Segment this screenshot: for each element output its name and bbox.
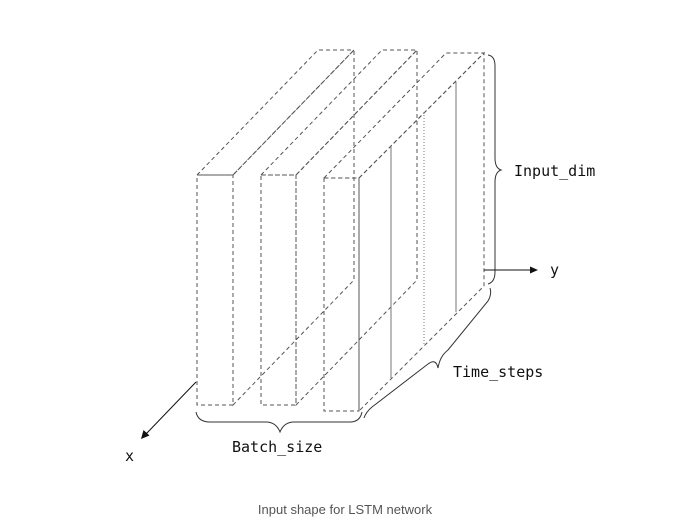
time-steps-brace	[363, 287, 492, 419]
y-axis-label: y	[550, 261, 559, 279]
x-axis-label: x	[125, 447, 134, 465]
batch-size-label: Batch_size	[232, 438, 322, 456]
time-steps-label: Time_steps	[453, 363, 543, 381]
lstm-input-shape-diagram: Input_dim y Time_steps Batch_size x	[125, 48, 595, 465]
batch-block-3	[322, 51, 486, 413]
figure-caption: Input shape for LSTM network	[257, 502, 433, 517]
x-axis-arrow	[141, 381, 197, 439]
batch-block-1	[195, 48, 356, 407]
batch-block-2	[259, 48, 419, 407]
input-dim-label: Input_dim	[514, 162, 595, 180]
y-axis-arrow	[484, 266, 538, 274]
batch-size-brace	[195, 411, 363, 434]
time-step-dividers	[390, 82, 457, 378]
input-dim-brace	[487, 54, 503, 285]
